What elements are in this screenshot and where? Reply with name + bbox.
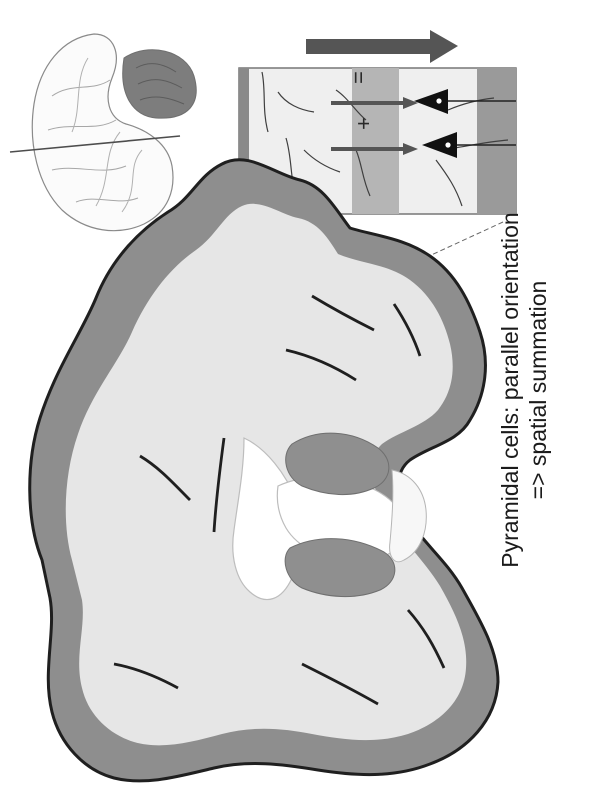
- inset-band-mid: [352, 68, 399, 214]
- perpendicular-symbol: +: [351, 117, 376, 130]
- brain-lateral-sketch-icon: [10, 34, 196, 231]
- parallel-symbol: =: [346, 71, 371, 84]
- neuron-1-dot: [436, 98, 441, 103]
- arrow-head: [430, 30, 458, 63]
- direction-arrow-icon: [306, 30, 458, 63]
- caption-line-2: => spatial summation: [524, 212, 552, 567]
- neuron-2-dot: [445, 142, 450, 147]
- caption-line-1: Pyramidal cells: parallel orientation: [496, 212, 524, 567]
- arrow-shaft: [306, 39, 432, 54]
- caption: Pyramidal cells: parallel orientation =>…: [496, 212, 552, 567]
- cerebellum-shape: [123, 50, 196, 118]
- coronal-brain-slice: [30, 160, 498, 781]
